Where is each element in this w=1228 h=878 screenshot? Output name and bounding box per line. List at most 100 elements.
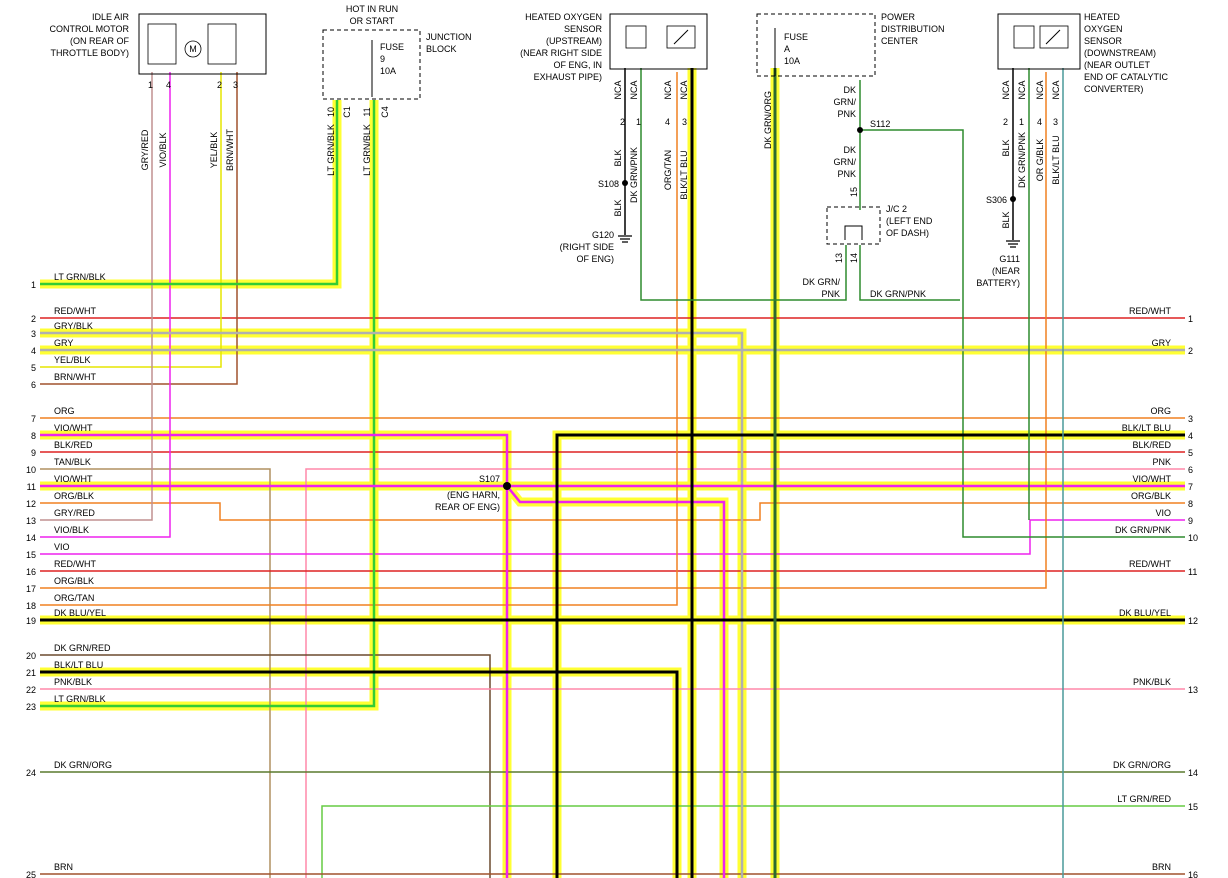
svg-text:DK GRN/PNK: DK GRN/PNK: [629, 147, 639, 203]
svg-text:G120: G120: [592, 230, 614, 240]
left-row-number: 16: [26, 567, 36, 577]
ho2s-downstream: [997, 13, 1081, 70]
svg-text:OF DASH): OF DASH): [886, 228, 929, 238]
svg-text:(NEAR RIGHT SIDE: (NEAR RIGHT SIDE: [520, 48, 602, 58]
right-row-label: GRY: [1152, 338, 1171, 348]
right-row-number: 3: [1188, 414, 1193, 424]
s107-dot: [503, 482, 511, 490]
right-row-number: 16: [1188, 870, 1198, 878]
left-row-label: ORG/BLK: [54, 576, 94, 586]
wire-row-12-org-blk: [40, 502, 1185, 521]
svg-text:4: 4: [1037, 117, 1042, 127]
right-row-label: VIO: [1155, 508, 1171, 518]
svg-text:VIO/BLK: VIO/BLK: [158, 132, 168, 167]
svg-text:A: A: [784, 44, 790, 54]
svg-text:LT GRN/BLK: LT GRN/BLK: [326, 124, 336, 176]
svg-text:HEATED: HEATED: [1084, 12, 1120, 22]
wire-row-14-vio-blk: [40, 72, 171, 538]
right-row-number: 10: [1188, 533, 1198, 543]
left-row-number: 8: [31, 431, 36, 441]
right-row-label: BLK/LT BLU: [1122, 423, 1171, 433]
right-row-number: 15: [1188, 802, 1198, 812]
svg-text:DK GRN/PNK: DK GRN/PNK: [1017, 132, 1027, 188]
svg-text:DK: DK: [843, 85, 856, 95]
wire-row-10-tan-blk: [40, 468, 271, 878]
svg-text:LT GRN/BLK: LT GRN/BLK: [362, 124, 372, 176]
horizontal-wires: [40, 72, 1185, 878]
svg-text:ORG/TAN: ORG/TAN: [663, 150, 673, 190]
ground-symbols: [618, 235, 1020, 248]
right-row-number: 8: [1188, 499, 1193, 509]
left-row-number: 3: [31, 329, 36, 339]
svg-text:1: 1: [636, 117, 641, 127]
wire-row-13-gry-red: [40, 72, 153, 521]
left-row-label: DK GRN/ORG: [54, 760, 112, 770]
motor-symbol: M: [189, 44, 197, 54]
right-row-label: VIO/WHT: [1133, 474, 1172, 484]
left-row-number: 5: [31, 363, 36, 373]
right-row-number: 14: [1188, 768, 1198, 778]
svg-text:3: 3: [1053, 117, 1058, 127]
g120-ground-icon: [618, 235, 632, 243]
svg-text:BRN/WHT: BRN/WHT: [225, 129, 235, 171]
svg-text:BLOCK: BLOCK: [426, 44, 457, 54]
svg-text:15: 15: [849, 187, 859, 197]
left-row-number: 1: [31, 280, 36, 290]
svg-text:10A: 10A: [380, 66, 396, 76]
left-row-number: 12: [26, 499, 36, 509]
right-row-label: PNK: [1152, 457, 1171, 467]
svg-text:OF ENG): OF ENG): [577, 254, 615, 264]
svg-text:SENSOR: SENSOR: [1084, 36, 1123, 46]
svg-text:4: 4: [665, 117, 670, 127]
svg-text:(ON REAR OF: (ON REAR OF: [70, 36, 130, 46]
right-row-label: RED/WHT: [1129, 559, 1171, 569]
left-row-number: 20: [26, 651, 36, 661]
junction-block: [322, 29, 421, 100]
svg-text:IDLE AIR: IDLE AIR: [92, 12, 130, 22]
left-row-number: 21: [26, 668, 36, 678]
right-row-label: DK GRN/PNK: [1115, 525, 1171, 535]
svg-text:DK: DK: [843, 145, 856, 155]
svg-text:CONVERTER): CONVERTER): [1084, 84, 1143, 94]
left-row-number: 11: [27, 482, 36, 492]
svg-text:(UPSTREAM): (UPSTREAM): [546, 36, 602, 46]
left-row-number: 14: [26, 533, 36, 543]
component-labels: IDLE AIR CONTROL MOTOR (ON REAR OF THROT…: [49, 4, 1168, 512]
svg-text:DK GRN/: DK GRN/: [802, 277, 840, 287]
svg-text:S306: S306: [986, 195, 1007, 205]
svg-text:9: 9: [380, 54, 385, 64]
left-row-label: BRN/WHT: [54, 372, 96, 382]
svg-text:BLK: BLK: [613, 199, 623, 216]
left-row-number: 18: [26, 601, 36, 611]
svg-text:(NEAR: (NEAR: [992, 266, 1021, 276]
svg-text:PNK: PNK: [821, 289, 840, 299]
s112-dot: [857, 127, 863, 133]
wire-dk-grn-pnk-10: [860, 129, 1185, 538]
right-row-number: 1: [1188, 314, 1193, 324]
svg-text:11: 11: [362, 107, 372, 116]
wire-blk-lt-blu-4: [555, 433, 1185, 878]
svg-text:OR G/BLK: OR G/BLK: [1035, 139, 1045, 182]
wire-row-8-vio-wht: [40, 433, 509, 878]
svg-text:DISTRIBUTION: DISTRIBUTION: [881, 24, 945, 34]
svg-text:1: 1: [148, 80, 153, 90]
svg-text:(DOWNSTREAM): (DOWNSTREAM): [1084, 48, 1156, 58]
svg-text:REAR OF ENG): REAR OF ENG): [435, 502, 500, 512]
power-distribution-center: [756, 13, 876, 77]
svg-text:S107: S107: [479, 474, 500, 484]
wire-row-21-blk-lt-blu: [40, 670, 679, 878]
svg-text:NCA: NCA: [629, 80, 639, 99]
right-row-number: 7: [1188, 482, 1193, 492]
right-row-number: 9: [1188, 516, 1193, 526]
left-row-label: BRN: [54, 862, 73, 872]
splices: [503, 127, 1016, 490]
left-row-number: 10: [26, 465, 36, 475]
s306-dot: [1010, 196, 1016, 202]
left-row-label: ORG/BLK: [54, 491, 94, 501]
svg-text:BLK: BLK: [1001, 139, 1011, 156]
left-row-number: 15: [26, 550, 36, 560]
svg-text:2: 2: [620, 117, 625, 127]
left-row-label: LT GRN/BLK: [54, 272, 106, 282]
svg-text:14: 14: [849, 253, 859, 263]
